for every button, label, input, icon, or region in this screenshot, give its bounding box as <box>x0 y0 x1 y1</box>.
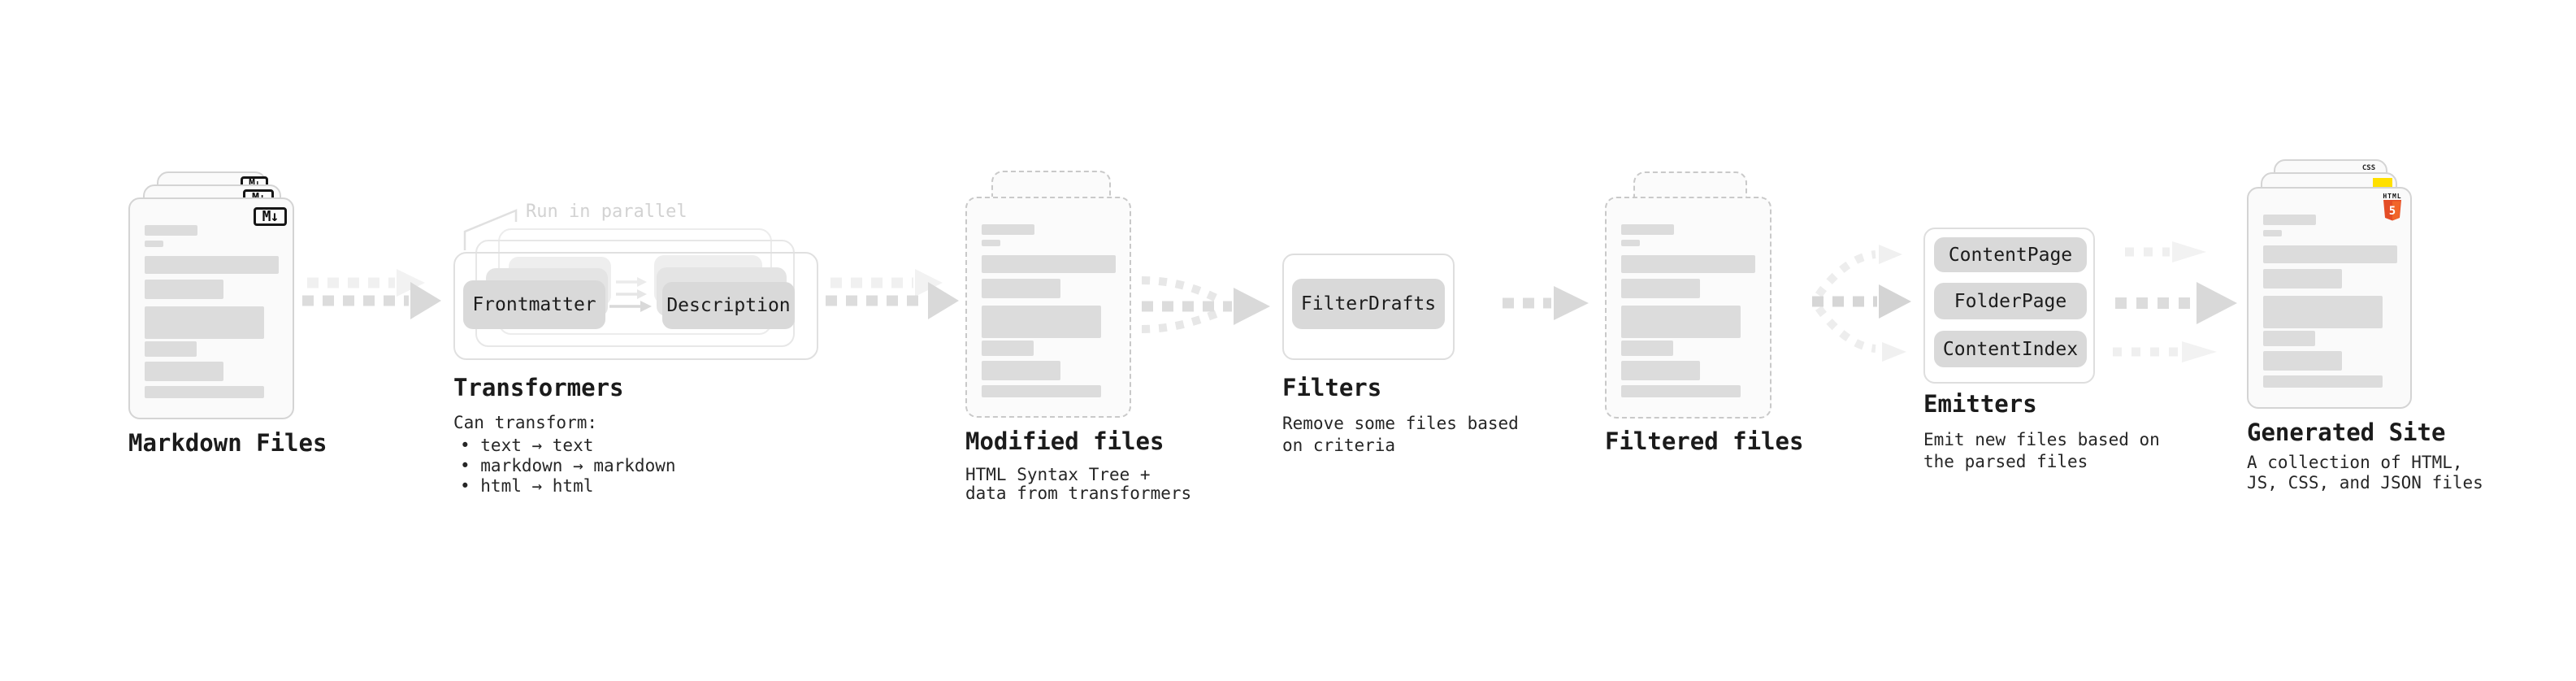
desc-line: A collection of HTML, <box>2247 453 2463 472</box>
flow-arrow-transformers-to-modified <box>826 269 959 319</box>
placeholder-bar <box>982 224 1034 235</box>
svg-text:5: 5 <box>2389 205 2396 218</box>
node-title-modified-files: Modified files <box>965 427 1164 455</box>
filter-filterdrafts: FilterDrafts <box>1292 279 1445 329</box>
placeholder-bar <box>2263 230 2282 236</box>
doc-card-front <box>1605 197 1772 419</box>
parallel-arrows-icon <box>609 277 652 312</box>
placeholder-bar <box>982 361 1060 380</box>
placeholder-bar <box>145 341 197 357</box>
desc-line: Emit new files based on <box>1923 430 2160 449</box>
generated-site-description: A collection of HTML, JS, CSS, and JSON … <box>2247 453 2483 493</box>
css-icon-text: CSS <box>2361 164 2376 172</box>
emitters-description: Emit new files based on the parsed files <box>1923 429 2160 473</box>
placeholder-bar <box>1621 340 1673 356</box>
markdown-icon: M↓ <box>254 207 287 226</box>
placeholder-bar <box>2263 296 2383 328</box>
placeholder-bar <box>982 385 1101 397</box>
doc-card-front: HTML 5 <box>2247 187 2412 409</box>
placeholder-bar <box>1621 255 1755 273</box>
node-title-filtered-files: Filtered files <box>1605 427 1804 455</box>
transformers-description: Can transform: <box>453 413 598 432</box>
transformer-frontmatter: Frontmatter <box>463 280 605 329</box>
placeholder-bar <box>2263 245 2397 263</box>
node-title-emitters: Emitters <box>1923 390 2037 418</box>
emitter-contentindex: ContentIndex <box>1934 331 2087 367</box>
bullet-line: • markdown → markdown <box>460 456 676 475</box>
desc-line: HTML Syntax Tree + <box>965 465 1151 484</box>
placeholder-bar <box>1621 306 1741 338</box>
html5-icon-shield: 5 <box>2383 200 2401 221</box>
node-title-generated-site: Generated Site <box>2247 419 2446 446</box>
placeholder-bar <box>145 386 264 398</box>
placeholder-bar <box>2263 215 2316 225</box>
flow-arrow-filtered-to-emitters <box>1812 245 1911 362</box>
desc-line: JS, CSS, and JSON files <box>2247 473 2483 492</box>
placeholder-bar <box>982 279 1060 298</box>
placeholder-bar <box>2263 351 2342 371</box>
placeholder-bar <box>982 340 1034 356</box>
transformers-bullets: • text → text • markdown → markdown • ht… <box>460 436 676 497</box>
filters-box <box>1282 254 1455 360</box>
emitter-contentpage: ContentPage <box>1934 237 2087 272</box>
desc-line: data from transformers <box>965 484 1192 503</box>
placeholder-bar <box>982 240 1000 246</box>
placeholder-bar <box>1621 361 1700 380</box>
placeholder-bar <box>982 255 1116 273</box>
placeholder-bar <box>145 306 264 339</box>
placeholder-bar <box>982 306 1101 338</box>
placeholder-bar <box>145 225 197 236</box>
flow-arrow-emitters-to-site <box>2113 241 2237 362</box>
bullet-line: • html → html <box>460 476 594 496</box>
flow-arrow-filters-to-filtered <box>1503 286 1589 320</box>
transformer-description: Description <box>662 282 795 329</box>
placeholder-bar <box>1621 224 1674 235</box>
placeholder-bar <box>145 241 163 247</box>
desc-line: the parsed files <box>1923 452 2088 471</box>
placeholder-bar <box>2263 375 2383 388</box>
run-in-parallel-label: Run in parallel <box>526 202 687 222</box>
node-title-transformers: Transformers <box>453 374 624 401</box>
placeholder-bar <box>145 280 223 299</box>
desc-line: on criteria <box>1282 436 1396 455</box>
desc-line: Remove some files based <box>1282 414 1519 433</box>
html5-icon: HTML 5 <box>2380 193 2405 221</box>
placeholder-bar <box>145 256 279 274</box>
placeholder-bar <box>1621 279 1700 298</box>
emitter-folderpage: FolderPage <box>1934 283 2087 319</box>
annotation-leader-line <box>463 209 518 250</box>
placeholder-bar <box>2263 269 2342 288</box>
placeholder-bar <box>145 362 223 381</box>
modified-files-description: HTML Syntax Tree + data from transformer… <box>965 466 1191 503</box>
parallel-box-front <box>453 252 818 360</box>
javascript-icon <box>2373 178 2392 188</box>
emitters-box <box>1923 228 2095 384</box>
placeholder-bar <box>2263 331 2315 346</box>
flow-arrow-markdown-to-transformers <box>302 269 441 319</box>
filters-description: Remove some files based on criteria <box>1282 413 1519 457</box>
doc-card-front: M↓ <box>128 197 294 419</box>
node-title-filters: Filters <box>1282 374 1382 401</box>
bullet-line: • text → text <box>460 436 594 455</box>
flow-arrow-modified-to-filters <box>1141 276 1270 333</box>
doc-card-front <box>965 197 1131 418</box>
node-title-markdown-files: Markdown Files <box>128 429 327 457</box>
placeholder-bar <box>1621 240 1640 246</box>
placeholder-bar <box>1621 385 1741 397</box>
html5-icon-word: HTML <box>2383 193 2402 200</box>
